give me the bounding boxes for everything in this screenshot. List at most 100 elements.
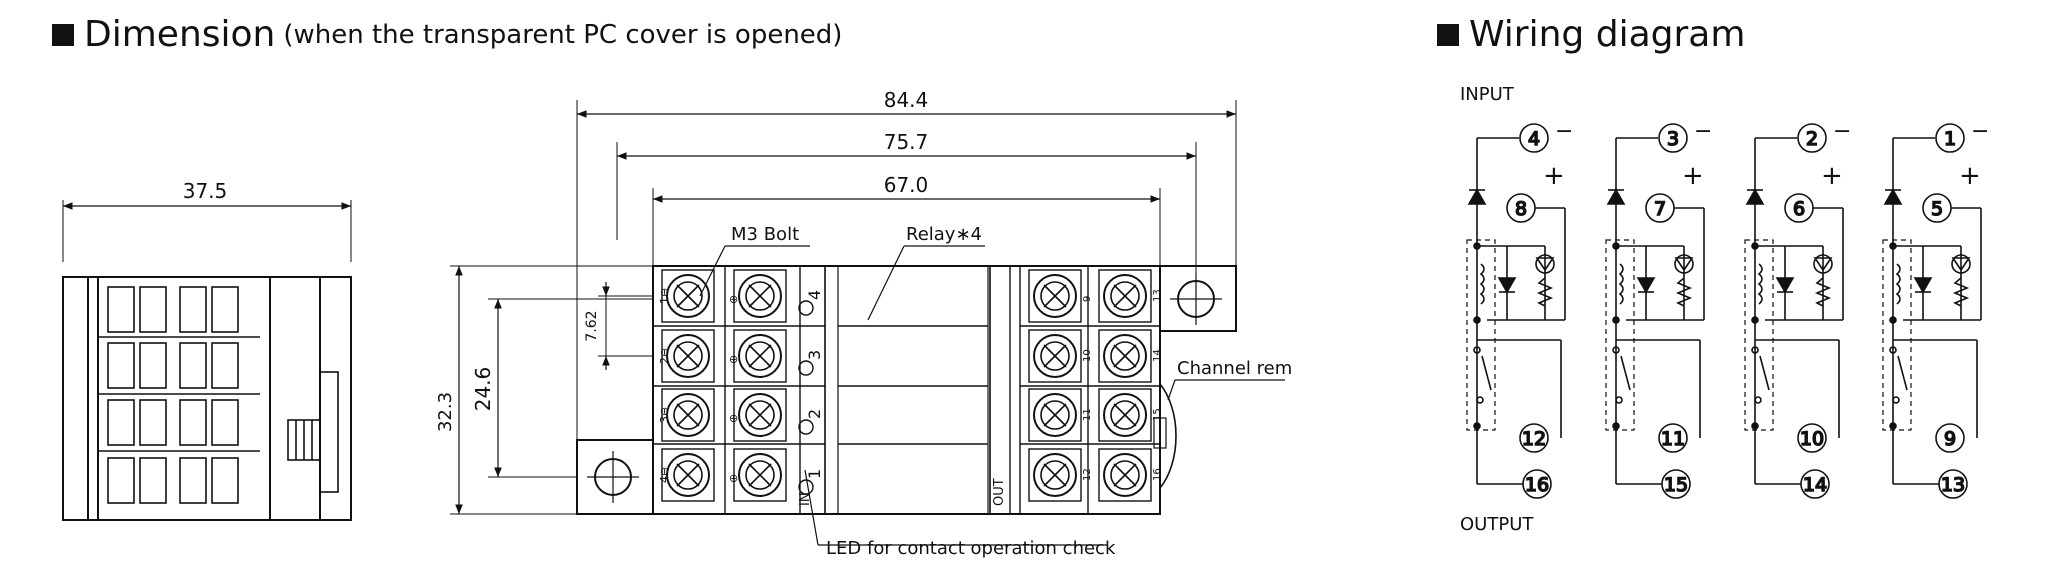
terminal-screw-icon — [1098, 448, 1152, 502]
relay-coil-icon — [1479, 263, 1485, 305]
resistor-icon — [1952, 277, 1970, 307]
dimension-subtitle: (when the transparent PC cover is opened… — [283, 19, 843, 50]
terminal-out-a-ring — [1519, 423, 1549, 453]
dim-label-7-62: 7.62 — [584, 310, 600, 341]
terminal-in-plus-ring — [1645, 193, 1675, 223]
terminal-screw-icon — [1098, 269, 1152, 323]
terminal-screw-icon — [733, 388, 787, 442]
terminal-screw-icon — [1028, 269, 1082, 323]
terminal-number: 12 — [1082, 468, 1093, 481]
dim-label-67-0: 67.0 — [884, 173, 929, 197]
terminal-mark: ⊕ — [727, 474, 740, 483]
terminal-out-a: 10 — [1800, 428, 1824, 450]
diode-icon — [1775, 277, 1795, 294]
terminal-in-plus: 7 — [1654, 198, 1666, 220]
terminal-out-a: 11 — [1661, 428, 1685, 450]
terminal-mark: 2⊖ — [658, 348, 671, 364]
terminal-screw-icon — [661, 448, 715, 502]
terminal-screw-icon — [1098, 329, 1152, 383]
contact-switch-icon — [1897, 355, 1908, 391]
minus-sign: − — [1555, 119, 1573, 144]
terminal-out-b: 13 — [1941, 474, 1965, 496]
terminal-out-b-ring — [1522, 469, 1552, 499]
square-bullet-icon — [52, 23, 74, 46]
led-indicator-icon — [798, 300, 814, 316]
terminal-in-plus: 6 — [1793, 198, 1805, 220]
terminal-number: 10 — [1082, 349, 1093, 362]
terminal-out-b: 16 — [1525, 474, 1549, 496]
channel-label: Channel rem — [1177, 358, 1292, 379]
led-icon — [1674, 257, 1694, 272]
out-label: OUT — [992, 478, 1007, 506]
led-icon — [1813, 257, 1833, 272]
terminal-number: 16 — [1152, 468, 1163, 481]
led-number: 2 — [805, 409, 824, 419]
plus-sign: + — [1821, 161, 1843, 191]
led-number: 1 — [805, 469, 824, 479]
terminal-in-minus-ring — [1797, 123, 1827, 153]
diode-icon — [1467, 188, 1487, 205]
terminal-in-minus: 3 — [1667, 128, 1679, 150]
plus-sign: + — [1682, 161, 1704, 191]
plus-sign: + — [1543, 161, 1565, 191]
relay-label: Relay∗4 — [906, 224, 982, 245]
contact-switch-icon — [1620, 355, 1631, 391]
terminal-screw-icon — [733, 448, 787, 502]
terminal-mark: 3⊖ — [658, 407, 671, 423]
terminal-screw-icon — [733, 269, 787, 323]
dim-label-37-5: 37.5 — [183, 179, 228, 203]
terminal-in-plus: 5 — [1931, 198, 1943, 220]
terminal-in-minus-ring — [1519, 123, 1549, 153]
terminal-screw-icon — [733, 329, 787, 383]
plus-sign: + — [1959, 161, 1981, 191]
terminal-in-plus-ring — [1506, 193, 1536, 223]
terminal-number: 11 — [1082, 408, 1093, 421]
terminal-screw-icon — [661, 388, 715, 442]
terminal-out-a-ring — [1935, 423, 1965, 453]
relay-coil-icon — [1895, 263, 1901, 305]
terminal-mark: ⊕ — [727, 295, 740, 304]
terminal-in-plus-ring — [1922, 193, 1952, 223]
led-indicator-icon — [798, 360, 814, 376]
terminal-out-b-ring — [1938, 469, 1968, 499]
terminal-in-minus: 1 — [1944, 128, 1956, 150]
dim-label-32-3: 32.3 — [435, 392, 456, 432]
terminal-in-minus: 2 — [1806, 128, 1818, 150]
dim-label-84-4: 84.4 — [884, 88, 929, 112]
terminal-screw-icon — [661, 269, 715, 323]
m3-bolt-label: M3 Bolt — [731, 224, 799, 245]
diode-icon — [1636, 277, 1656, 294]
terminal-screw-icon — [1028, 329, 1082, 383]
led-indicator-icon — [798, 479, 814, 495]
terminal-in-minus-ring — [1658, 123, 1688, 153]
square-bullet-icon — [1437, 23, 1459, 46]
minus-sign: − — [1694, 119, 1712, 144]
diode-icon — [1606, 188, 1626, 205]
terminal-mark: 4⊖ — [658, 467, 671, 483]
input-label: INPUT — [1460, 84, 1515, 105]
terminal-mark: ⊕ — [727, 414, 740, 423]
diode-icon — [1913, 277, 1933, 294]
output-label: OUTPUT — [1460, 514, 1534, 535]
dim-label-24-6: 24.6 — [471, 367, 495, 412]
terminal-mark: ⊕ — [727, 355, 740, 364]
diode-icon — [1497, 277, 1517, 294]
terminal-out-a-ring — [1658, 423, 1688, 453]
wiring-heading: Wiring diagram — [1437, 14, 1745, 55]
relay-coil-icon — [1618, 263, 1624, 305]
minus-sign: − — [1833, 119, 1851, 144]
terminal-in-plus: 8 — [1515, 198, 1527, 220]
led-label: LED for contact operation check — [826, 538, 1116, 559]
contact-switch-icon — [1759, 355, 1770, 391]
terminal-screw-icon — [1098, 388, 1152, 442]
terminal-out-a: 9 — [1944, 428, 1956, 450]
diode-icon — [1745, 188, 1765, 205]
diode-icon — [1883, 188, 1903, 205]
led-number: 4 — [805, 290, 824, 300]
